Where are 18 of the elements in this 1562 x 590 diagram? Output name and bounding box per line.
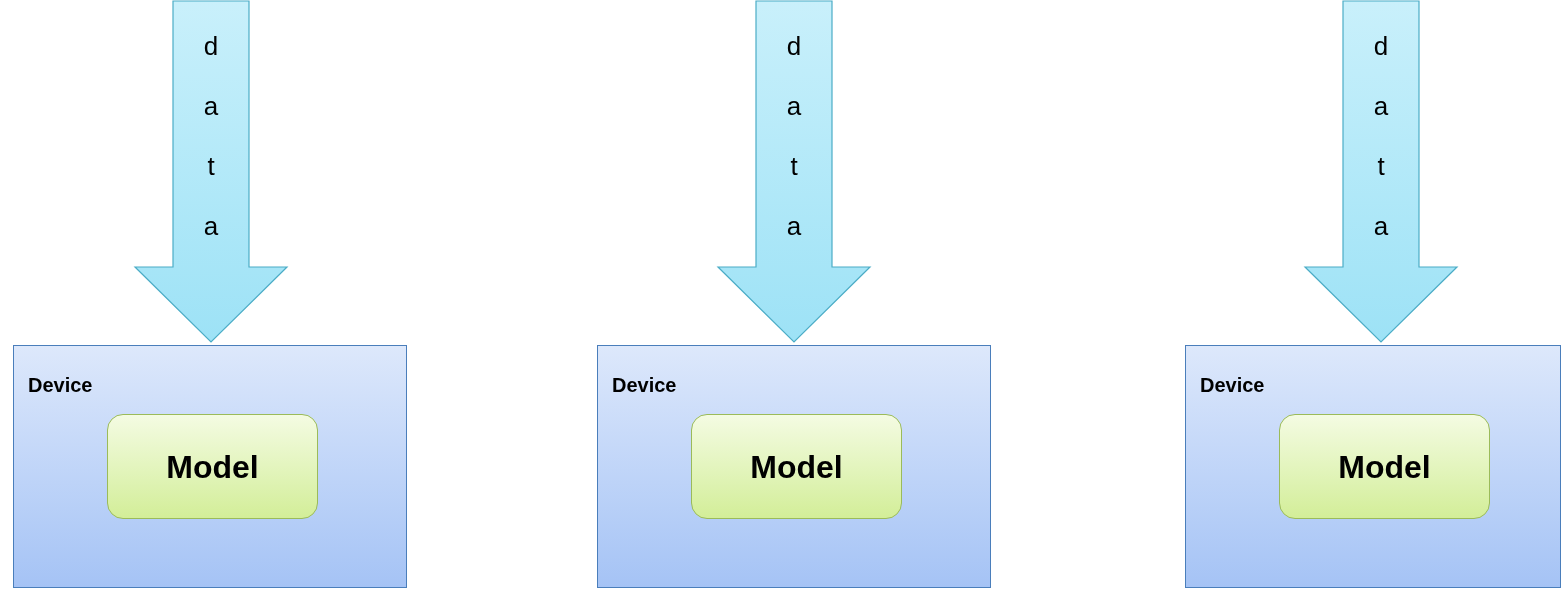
device-box (597, 345, 991, 588)
block-arrow (133, 0, 289, 343)
model-label: Model (166, 447, 259, 487)
device-box (13, 345, 407, 588)
edge-label: data (203, 30, 219, 243)
model-label: Model (1338, 447, 1431, 487)
model-box (1279, 414, 1490, 519)
edge-label: data (786, 30, 802, 243)
model-box (691, 414, 902, 519)
edge-label: data (1373, 30, 1389, 243)
device-box (1185, 345, 1561, 588)
device-label: Device (28, 373, 93, 398)
model-label: Model (750, 447, 843, 487)
device-label: Device (1200, 373, 1265, 398)
model-box (107, 414, 318, 519)
device-label: Device (612, 373, 677, 398)
block-arrow (1303, 0, 1459, 343)
block-arrow (716, 0, 872, 343)
